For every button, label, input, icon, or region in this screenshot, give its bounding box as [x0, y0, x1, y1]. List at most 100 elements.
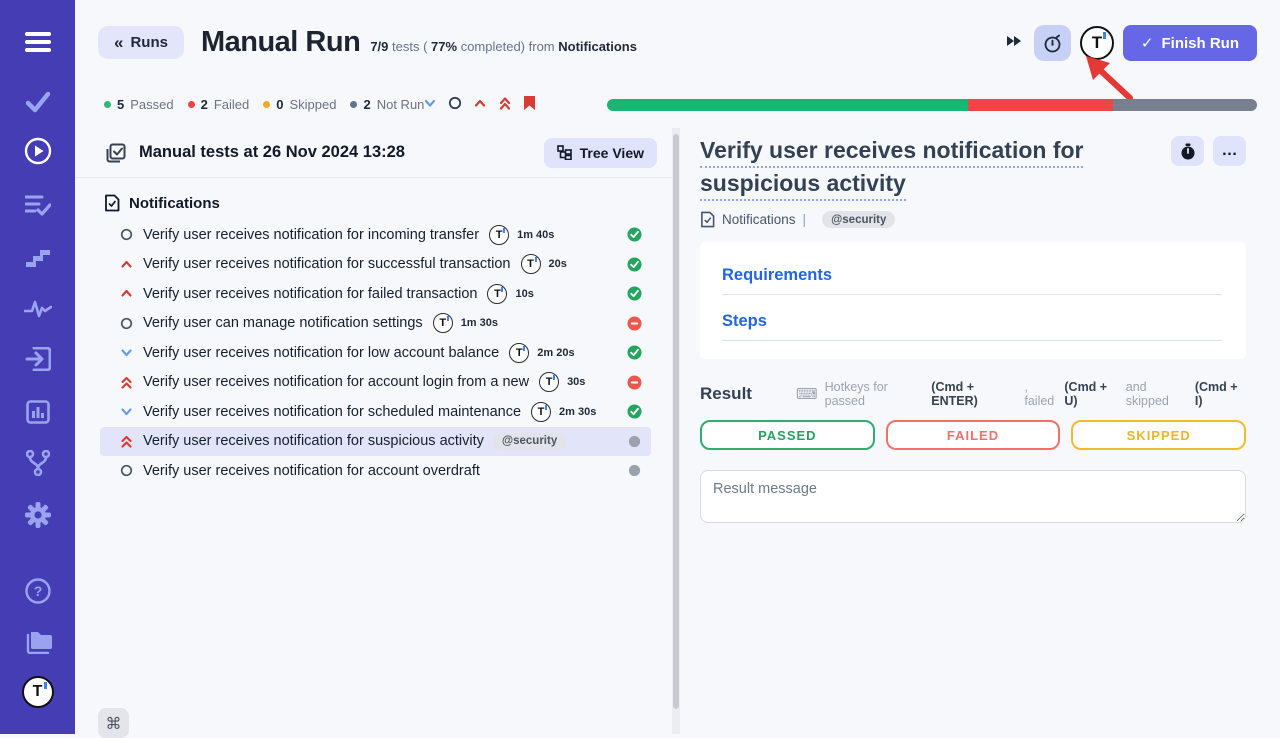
progress-notrun-segment: [1113, 99, 1257, 111]
test-title: Verify user receives notification for sc…: [143, 404, 521, 420]
test-row[interactable]: Verify user receives notification for fa…: [100, 279, 651, 309]
result-status-icon: [627, 375, 642, 390]
hotkeys-hint: ⌨ Hotkeys for passed(Cmd + ENTER) , fail…: [796, 380, 1246, 408]
runs-play-icon[interactable]: [0, 137, 75, 165]
help-icon[interactable]: ?: [0, 577, 75, 605]
testomat-icon: T: [521, 254, 541, 274]
test-title: Verify user receives notification for ac…: [143, 374, 529, 390]
chevron-up-icon[interactable]: [473, 96, 487, 110]
analytics-icon[interactable]: [0, 398, 75, 426]
branches-icon[interactable]: [0, 449, 75, 477]
projects-icon[interactable]: [0, 628, 75, 656]
priority-icon: [120, 464, 133, 477]
priority-icon: [120, 375, 133, 390]
testomat-icon: T: [433, 313, 453, 333]
back-to-runs-button[interactable]: « Runs: [98, 26, 184, 59]
test-title: Verify user receives notification for fa…: [143, 286, 477, 302]
testomat-icon: T: [539, 372, 559, 392]
steps-icon[interactable]: [0, 243, 75, 271]
priority-icon: [120, 228, 133, 241]
user-brand-avatar[interactable]: T: [1080, 26, 1114, 60]
page-title: Manual Run: [201, 26, 360, 59]
test-duration: 1m 30s: [461, 317, 498, 329]
result-status-icon: [627, 316, 642, 331]
timer-button[interactable]: [1034, 25, 1071, 61]
result-message-input[interactable]: [700, 470, 1246, 523]
breadcrumb-doc-icon: [700, 211, 715, 228]
suite-doc-icon: [104, 194, 120, 212]
result-heading: Result: [700, 384, 752, 404]
test-row[interactable]: Verify user receives notification for sc…: [100, 397, 651, 427]
fast-forward-icon[interactable]: [1006, 34, 1022, 52]
steps-link[interactable]: Steps: [722, 312, 1222, 341]
test-plans-icon[interactable]: [0, 191, 75, 219]
detail-timer-button[interactable]: [1171, 136, 1204, 166]
import-icon[interactable]: [0, 345, 75, 373]
result-status-icon: [627, 257, 642, 272]
circle-outline-icon[interactable]: [448, 96, 462, 110]
keyboard-icon: ⌨: [796, 385, 818, 403]
breadcrumb-suite[interactable]: Notifications: [722, 212, 796, 227]
copy-check-icon: [106, 143, 126, 163]
result-status-icon: [627, 404, 642, 419]
suite-header[interactable]: Notifications: [75, 191, 672, 215]
settings-icon[interactable]: [0, 501, 75, 529]
vertical-scrollbar: [672, 128, 680, 734]
requirements-link[interactable]: Requirements: [722, 266, 1222, 295]
chevron-down-icon[interactable]: [423, 96, 437, 110]
chevrons-up-icon[interactable]: [498, 95, 512, 111]
passed-button[interactable]: PASSED: [700, 420, 875, 450]
test-detail-panel: Verify user receives notification for su…: [680, 128, 1280, 734]
failed-count: 2Failed: [188, 97, 250, 112]
stopwatch-filled-icon: [1180, 143, 1196, 160]
svg-text:?: ?: [33, 583, 42, 599]
result-status-icon: [627, 463, 642, 478]
result-status-icon: [627, 227, 642, 242]
menu-icon[interactable]: [0, 28, 75, 56]
test-tag-badge: @security: [493, 433, 566, 450]
tests-check-icon[interactable]: [0, 88, 75, 116]
run-progress-bar: [607, 99, 1257, 111]
testomat-icon: T: [509, 343, 529, 363]
testomat-icon: T: [531, 402, 551, 422]
priority-icon: [120, 317, 133, 330]
progress-failed-segment: [968, 99, 1112, 111]
test-row[interactable]: Verify user can manage notification sett…: [100, 309, 651, 339]
more-options-button[interactable]: …: [1213, 136, 1246, 166]
detail-test-title: Verify user receives notification for su…: [700, 134, 1171, 200]
tree-view-button[interactable]: Tree View: [544, 138, 657, 168]
finish-run-button[interactable]: ✓ Finish Run: [1123, 25, 1257, 61]
skipped-count: 0Skipped: [263, 97, 336, 112]
detail-breadcrumb: Notifications | @security: [700, 211, 1246, 228]
test-duration: 30s: [567, 376, 585, 388]
result-status-icon: [627, 434, 642, 449]
brand-logo-icon[interactable]: T: [0, 678, 75, 706]
ellipsis-icon: …: [1222, 142, 1238, 160]
test-row[interactable]: Verify user receives notification for ac…: [100, 368, 651, 398]
test-row[interactable]: Verify user receives notification for in…: [100, 220, 651, 250]
tree-icon: [557, 145, 572, 160]
test-title: Verify user receives notification for ac…: [143, 463, 480, 479]
test-row[interactable]: Verify user receives notification for su…: [100, 427, 651, 457]
test-row[interactable]: Verify user receives notification for su…: [100, 250, 651, 280]
test-title: Verify user can manage notification sett…: [143, 315, 423, 331]
pulse-icon[interactable]: [0, 295, 75, 323]
test-list-panel: Manual tests at 26 Nov 2024 13:28 Tree V…: [75, 128, 672, 734]
bookmark-icon[interactable]: [523, 95, 536, 111]
page-header: « Runs Manual Run 7/9 tests ( 77% comple…: [75, 0, 1280, 85]
status-bar: 5Passed 2Failed 0Skipped 2Not Run: [75, 85, 1280, 128]
test-row[interactable]: Verify user receives notification for lo…: [100, 338, 651, 368]
detail-tag-badge[interactable]: @security: [822, 211, 895, 228]
test-row[interactable]: Verify user receives notification for ac…: [100, 456, 651, 486]
test-duration: 2m 30s: [559, 406, 596, 418]
scrollbar-thumb[interactable]: [673, 134, 679, 709]
testomat-icon: T: [489, 225, 509, 245]
notrun-count: 2Not Run: [350, 97, 424, 112]
passed-dot-icon: [104, 101, 111, 108]
failed-dot-icon: [188, 101, 195, 108]
failed-button[interactable]: FAILED: [886, 420, 1061, 450]
skipped-button[interactable]: SKIPPED: [1071, 420, 1246, 450]
test-title: Verify user receives notification for su…: [143, 256, 511, 272]
suite-name: Notifications: [129, 195, 220, 212]
priority-icon: [120, 405, 133, 418]
